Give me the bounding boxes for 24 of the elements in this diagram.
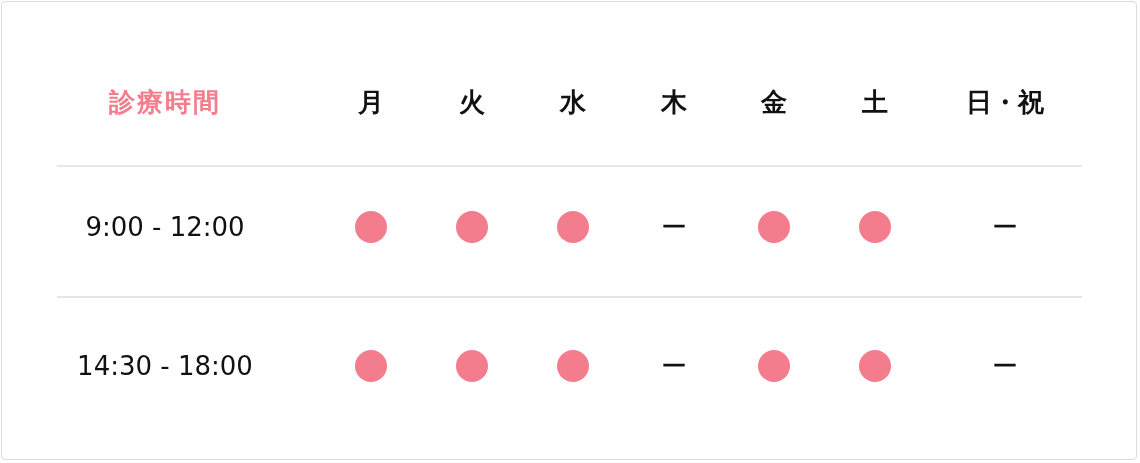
open-dot: [456, 211, 488, 243]
time-slot-label: 9:00 - 12:00: [85, 212, 245, 242]
header-title: 診療時間: [109, 85, 221, 119]
closed-dash: ー: [992, 210, 1018, 244]
day-header: 火: [459, 85, 485, 119]
day-header: 日・祝: [966, 85, 1044, 119]
open-dot: [859, 350, 891, 382]
open-dot: [456, 350, 488, 382]
open-dot: [758, 211, 790, 243]
open-dot: [758, 350, 790, 382]
closed-dash: ー: [661, 349, 687, 383]
day-header: 水: [560, 85, 586, 119]
open-dot: [557, 350, 589, 382]
closed-dash: ー: [992, 349, 1018, 383]
day-header: 木: [661, 85, 687, 119]
open-dot: [355, 211, 387, 243]
day-header: 月: [358, 85, 384, 119]
day-header: 土: [862, 85, 888, 119]
open-dot: [355, 350, 387, 382]
time-slot-label: 14:30 - 18:00: [77, 351, 253, 381]
open-dot: [859, 211, 891, 243]
closed-dash: ー: [661, 210, 687, 244]
open-dot: [557, 211, 589, 243]
day-header: 金: [761, 85, 787, 119]
